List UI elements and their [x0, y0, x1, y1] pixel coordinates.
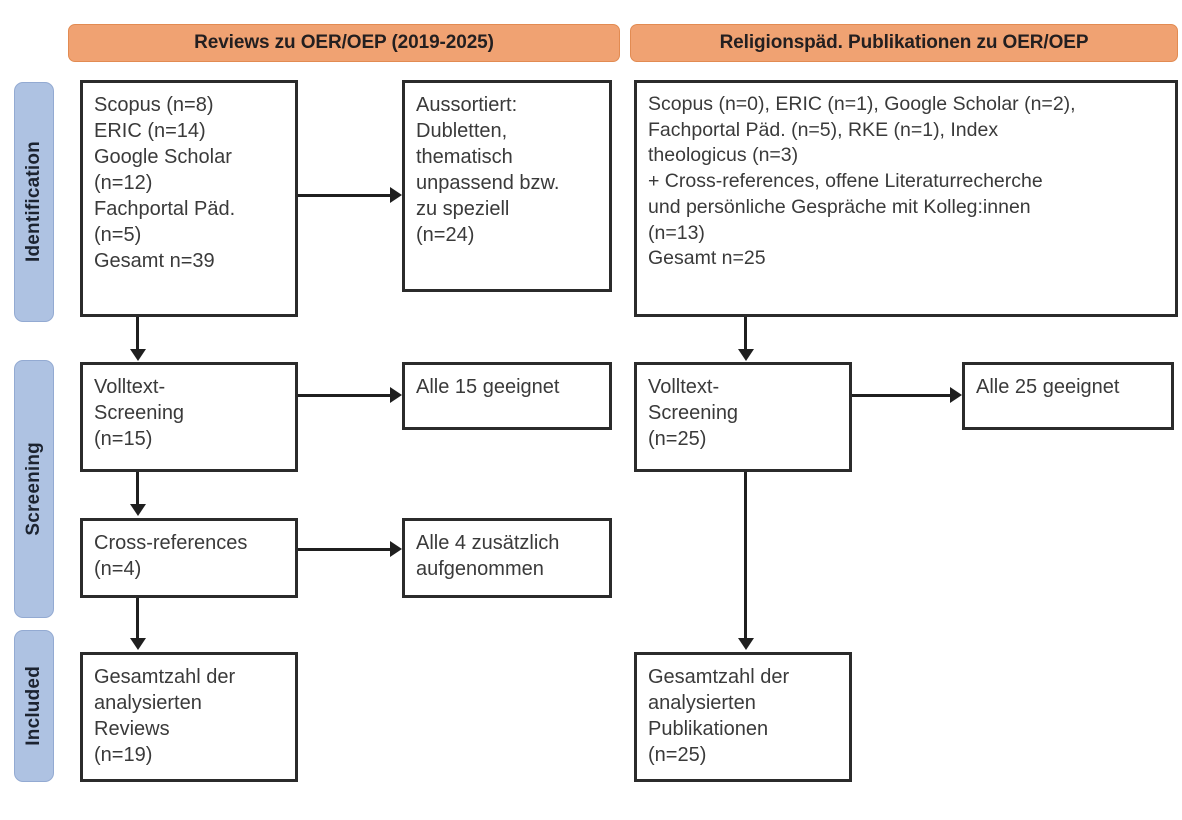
stage-label-included-text: Included [23, 666, 44, 746]
box-left-included: Gesamtzahl der analysierten Reviews (n=1… [80, 652, 298, 782]
arrowhead-left-screening-to-result [390, 387, 402, 403]
stage-label-identification-text: Identification [23, 141, 44, 263]
stage-label-included: Included [14, 630, 54, 782]
box-right-screening: Volltext- Screening (n=25) [634, 362, 852, 472]
stage-label-screening: Screening [14, 360, 54, 618]
arrowhead-left-crossrefs-to-result [390, 541, 402, 557]
box-right-included: Gesamtzahl der analysierten Publikatione… [634, 652, 852, 782]
stage-label-identification: Identification [14, 82, 54, 322]
connector-left-identification-to-screening [136, 317, 139, 351]
arrowhead-left-screening-to-crossrefs [130, 504, 146, 516]
box-right-identification: Scopus (n=0), ERIC (n=1), Google Scholar… [634, 80, 1178, 317]
box-left-identification: Scopus (n=8) ERIC (n=14) Google Scholar … [80, 80, 298, 317]
box-left-crossrefs: Cross-references (n=4) [80, 518, 298, 598]
arrowhead-left-identification-to-excluded [390, 187, 402, 203]
column-header-right: Religionspäd. Publikationen zu OER/OEP [630, 24, 1178, 62]
connector-right-screening-to-result [852, 394, 950, 397]
connector-left-screening-to-result [298, 394, 390, 397]
connector-left-screening-to-crossrefs [136, 472, 139, 506]
arrowhead-right-screening-to-result [950, 387, 962, 403]
connector-left-identification-to-excluded [298, 194, 390, 197]
column-header-left: Reviews zu OER/OEP (2019-2025) [68, 24, 620, 62]
box-left-screening-result: Alle 15 geeignet [402, 362, 612, 430]
arrowhead-right-screening-to-included [738, 638, 754, 650]
arrowhead-right-identification-to-screening [738, 349, 754, 361]
box-left-excluded: Aussortiert: Dubletten, thematisch unpas… [402, 80, 612, 292]
arrowhead-left-identification-to-screening [130, 349, 146, 361]
connector-left-crossrefs-to-result [298, 548, 390, 551]
connector-right-screening-to-included [744, 472, 747, 640]
box-right-screening-result: Alle 25 geeignet [962, 362, 1174, 430]
box-left-screening: Volltext- Screening (n=15) [80, 362, 298, 472]
stage-label-screening-text: Screening [23, 442, 44, 536]
connector-left-crossrefs-to-included [136, 598, 139, 640]
connector-right-identification-to-screening [744, 317, 747, 351]
arrowhead-left-crossrefs-to-included [130, 638, 146, 650]
box-left-crossrefs-result: Alle 4 zusätzlich aufgenommen [402, 518, 612, 598]
